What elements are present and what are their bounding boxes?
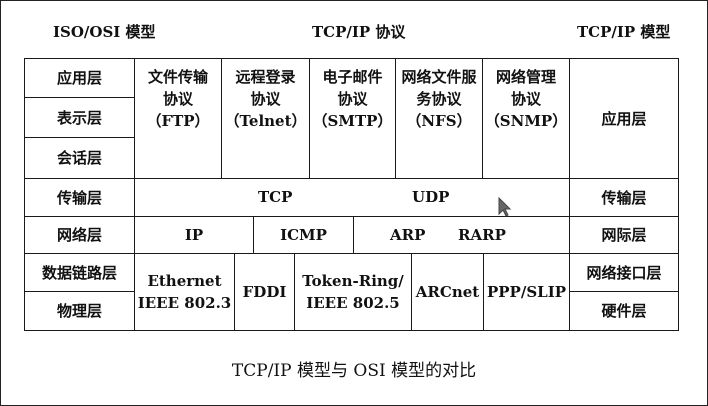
- protocols-header: TCP/IP 协议: [312, 23, 406, 41]
- protocol-arp: ARP: [390, 226, 426, 244]
- protocol-ethernet: Ethernet IEEE 802.3: [134, 253, 235, 331]
- osi-layer-network: 网络层: [24, 216, 135, 254]
- protocol-ip: IP: [134, 216, 254, 254]
- protocol-telnet: 远程登录 协议 （Telnet）: [221, 58, 310, 179]
- osi-model-header: ISO/OSI 模型: [53, 23, 156, 41]
- protocol-fddi: FDDI: [234, 253, 295, 331]
- osi-layer-presentation: 表示层: [24, 97, 135, 138]
- tcpip-layer-transport: 传输层: [569, 178, 679, 217]
- osi-layer-physical: 物理层: [24, 291, 135, 331]
- osi-layer-data-link: 数据链路层: [24, 253, 135, 292]
- protocol-arcnet: ARCnet: [411, 253, 484, 331]
- osi-layer-session: 会话层: [24, 137, 135, 179]
- protocol-tcp: TCP: [258, 188, 293, 206]
- tcpip-model-header: TCP/IP 模型: [577, 23, 671, 41]
- protocol-ppp-slip: PPP/SLIP: [483, 253, 570, 331]
- osi-layer-application: 应用层: [24, 58, 135, 98]
- tcpip-layer-internet: 网际层: [569, 216, 679, 254]
- tcpip-layer-hardware: 硬件层: [569, 291, 679, 331]
- protocol-token-ring: Token-Ring/ IEEE 802.5: [294, 253, 412, 331]
- figure-caption: TCP/IP 模型与 OSI 模型的对比: [231, 361, 477, 381]
- protocol-nfs: 网络文件服 务协议 （NFS）: [395, 58, 483, 179]
- mouse-pointer-icon: [498, 197, 512, 217]
- protocol-rarp: RARP: [458, 226, 506, 244]
- protocol-smtp: 电子邮件 协议 （SMTP）: [309, 58, 396, 179]
- tcpip-layer-application: 应用层: [569, 58, 679, 179]
- protocol-icmp: ICMP: [253, 216, 354, 254]
- protocol-udp: UDP: [412, 188, 450, 206]
- osi-layer-transport: 传输层: [24, 178, 135, 217]
- protocol-ftp: 文件传输 协议 （FTP）: [134, 58, 222, 179]
- tcpip-layer-network-interface: 网络接口层: [569, 253, 679, 292]
- protocol-snmp: 网络管理 协议 （SNMP）: [482, 58, 570, 179]
